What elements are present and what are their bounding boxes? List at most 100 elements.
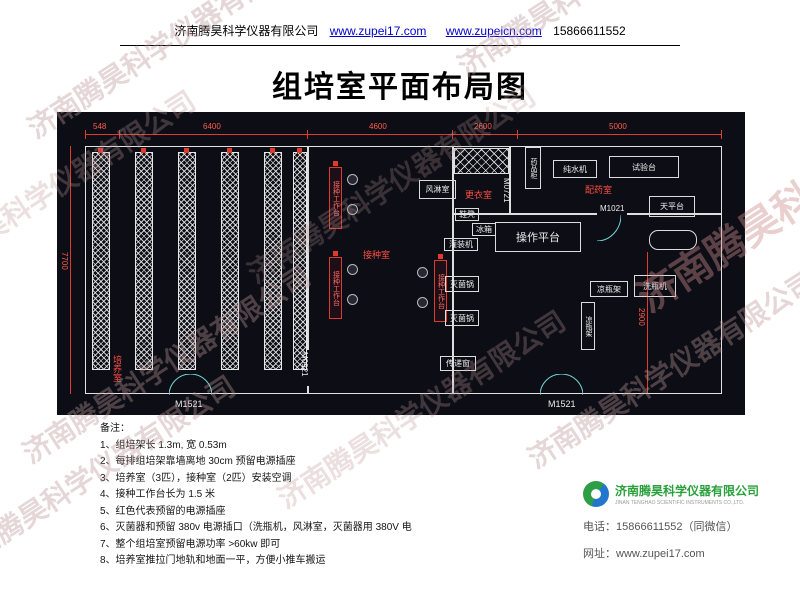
operation-platform: 操作平台 <box>495 222 581 252</box>
test-bench: 试验台 <box>609 156 679 178</box>
header-link-zupeicn[interactable]: www.zupeicn.com <box>445 24 542 38</box>
stool <box>347 204 358 215</box>
culture-rack <box>293 152 307 370</box>
note-item: 5、红色代表预留的电源插座 <box>100 505 226 517</box>
notes-section: 备注： 1、组培架长 1.3m, 宽 0.53m 2、每排组培架靠墙离地 30c… <box>100 421 412 570</box>
door-label-m1521-right: M1521 <box>548 399 576 409</box>
culture-rack <box>135 152 153 370</box>
company-logo-icon <box>583 481 609 507</box>
note-item: 3、培养室（3匹），接种室（2匹）安装空调 <box>100 472 292 484</box>
header-divider <box>120 45 680 46</box>
door-label-m0721: M0721 <box>502 178 511 203</box>
dim-2900: 2900 <box>637 308 646 326</box>
dim-tick <box>721 130 722 139</box>
stool <box>347 264 358 275</box>
footer-company-name: 济南腾昊科学仪器有限公司 <box>615 484 760 498</box>
cooling-rack: 凉瓶架 <box>590 281 628 297</box>
dim-548: 548 <box>93 122 107 131</box>
dim-4600: 4600 <box>369 122 387 131</box>
footer-web-link[interactable]: www.zupei17.com <box>616 548 705 560</box>
wall-culture-divider <box>307 146 309 350</box>
culture-rack <box>92 152 110 370</box>
dim-line-left <box>70 146 71 394</box>
power-outlet <box>227 148 232 153</box>
footer-phone-value: 15866611552（同微信） <box>616 521 738 533</box>
medicine-cabinet: 药品柜 <box>525 147 541 189</box>
dim-2600: 2600 <box>474 122 492 131</box>
filling-machine: 灌装机 <box>444 238 478 251</box>
footer-web-line: 网址：www.zupei17.com <box>583 545 768 561</box>
footer-company-name-en: JINAN TENGHAO SCIENTIFIC INSTRUMENTS CO.… <box>615 500 745 506</box>
footer-web-label: 网址： <box>583 548 616 560</box>
sterilizer: 灭菌锅 <box>445 310 479 326</box>
door-label-m1021: M1021 <box>600 204 625 213</box>
power-outlet <box>270 148 275 153</box>
header-company: 济南腾昊科学仪器有限公司 <box>174 24 319 38</box>
wall-right-section <box>452 146 454 394</box>
dim-tick <box>307 130 308 139</box>
power-outlet <box>333 251 338 256</box>
dim-tick <box>119 130 120 139</box>
logo-swirl <box>591 489 601 499</box>
culture-rack <box>221 152 239 370</box>
dim-tick <box>85 130 86 139</box>
power-outlet <box>184 148 189 153</box>
door-arc <box>597 215 621 241</box>
culture-rack <box>264 152 282 370</box>
fridge: 冰箱 <box>472 223 496 236</box>
footer-brand: 济南腾昊科学仪器有限公司 JINAN TENGHAO SCIENTIFIC IN… <box>583 481 768 507</box>
bottle-washer: 洗瓶机 <box>634 275 676 297</box>
room-label-inoculation: 接种室 <box>363 250 391 260</box>
power-outlet <box>438 254 443 259</box>
dim-line-right <box>647 252 648 394</box>
wall-pharmacy-south2 <box>627 213 722 215</box>
floorplan-canvas: 548 6400 4600 2600 5000 7700 2900 接种工作台 … <box>57 112 745 415</box>
storage-grid <box>454 148 509 174</box>
sink <box>649 230 697 250</box>
culture-rack <box>178 152 196 370</box>
dim-line <box>85 134 722 135</box>
sterilizer: 灭菌锅 <box>445 276 479 292</box>
balance-table: 天平台 <box>649 196 695 217</box>
inoculation-workbench: 接种工作台 <box>329 257 342 319</box>
page-header: 济南腾昊科学仪器有限公司 www.zupei17.com www.zupeicn… <box>0 22 800 39</box>
note-item: 7、整个组培室预留电源功率 >60kw 即可 <box>100 538 281 550</box>
door-label-m0921: M0921 <box>300 352 309 377</box>
wall-changing-divider <box>509 146 511 214</box>
page-title: 组培室平面布局图 <box>272 71 528 104</box>
dim-5000: 5000 <box>609 122 627 131</box>
air-shower-room: 风淋室 <box>419 180 456 199</box>
dim-7700: 7700 <box>60 252 69 270</box>
cooling-rack-vertical: 凉瓶架 <box>581 302 595 350</box>
footer-phone-line: 电话：15866611552（同微信） <box>583 518 768 534</box>
header-link-zupei17[interactable]: www.zupei17.com <box>329 24 427 38</box>
power-outlet <box>98 148 103 153</box>
double-door-arc <box>169 374 212 395</box>
power-outlet <box>333 161 338 166</box>
stool <box>417 297 428 308</box>
plan-outline <box>85 146 722 394</box>
wall-pharmacy-south <box>453 213 597 215</box>
inoculation-workbench: 接种工作台 <box>329 167 342 229</box>
footer-block: 济南腾昊科学仪器有限公司 JINAN TENGHAO SCIENTIFIC IN… <box>583 481 768 561</box>
wall-culture-divider-stub <box>307 386 309 394</box>
power-outlet <box>297 148 302 153</box>
door-label-m1521-left: M1521 <box>175 399 203 409</box>
room-label-changing: 更衣室 <box>465 190 493 200</box>
pure-water-machine: 纯水机 <box>553 160 597 178</box>
stool <box>347 294 358 305</box>
footer-phone-label: 电话： <box>583 521 616 533</box>
stool <box>417 267 428 278</box>
dim-6400: 6400 <box>203 122 221 131</box>
note-item: 6、灭菌器和预留 380v 电源插口（洗瓶机，风淋室，灭菌器用 380V 电 <box>100 522 412 533</box>
dim-tick <box>452 130 453 139</box>
room-label-pharmacy: 配药室 <box>585 185 613 195</box>
note-item: 2、每排组培架靠墙离地 30cm 预留电源插座 <box>100 456 296 467</box>
dim-tick <box>517 130 518 139</box>
transfer-window: 传递窗 <box>440 356 476 371</box>
room-label-culture: 培养室 <box>112 355 122 382</box>
notes-title: 备注： <box>100 423 130 434</box>
note-item: 1、组培架长 1.3m, 宽 0.53m <box>100 439 227 451</box>
power-outlet <box>141 148 146 153</box>
stool <box>347 174 358 185</box>
